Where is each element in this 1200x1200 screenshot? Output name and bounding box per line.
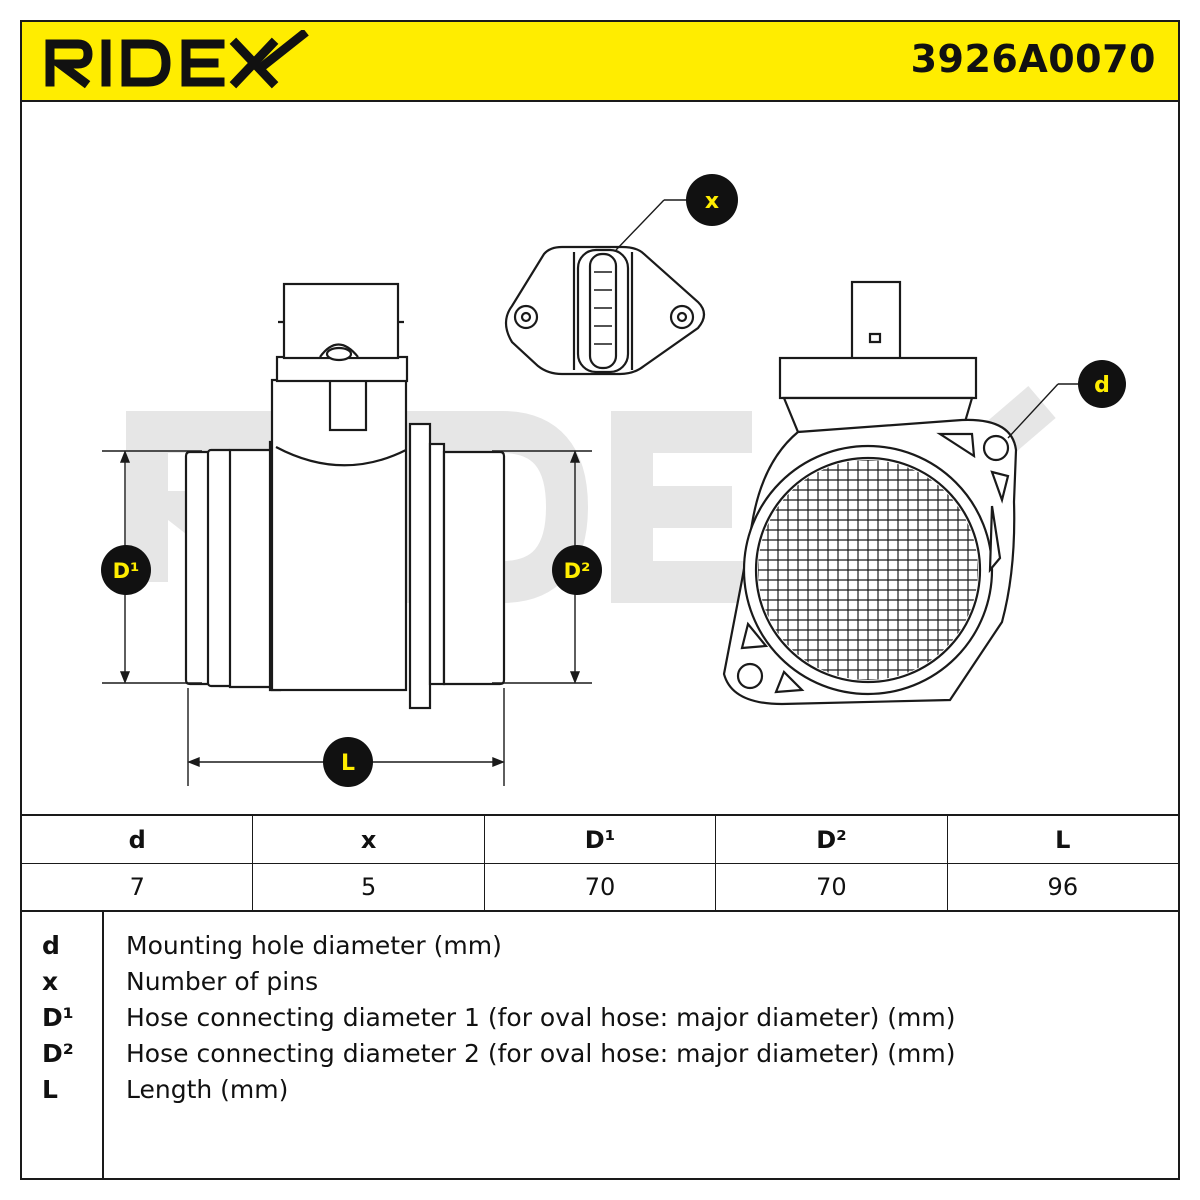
header-bar: 3926A0070 (22, 22, 1178, 102)
ridex-logo (45, 30, 309, 89)
spec-header-cell: D² (716, 816, 948, 863)
technical-diagram: x d D¹ D² L (101, 174, 1126, 787)
legend-desc: Hose connecting diameter 2 (for oval hos… (126, 1039, 956, 1068)
spec-value-row: 7 5 70 70 96 (22, 864, 1178, 910)
spec-header-cell: x (253, 816, 485, 863)
spec-value-cell: 7 (22, 864, 254, 910)
filter-mesh (758, 460, 978, 680)
spec-header-cell: D¹ (485, 816, 717, 863)
legend-key: x (42, 967, 59, 996)
legend-key: L (42, 1075, 58, 1104)
svg-text:L: L (341, 751, 355, 776)
part-number: 3926A0070 (910, 37, 1156, 81)
legend-divider (102, 912, 104, 1178)
spec-value-cell: 5 (253, 864, 485, 910)
spec-value-cell: 70 (716, 864, 948, 910)
legend-item: d Mounting hole diameter (mm) (22, 928, 1178, 964)
legend-desc: Length (mm) (126, 1075, 289, 1104)
legend-desc: Hose connecting diameter 1 (for oval hos… (126, 1003, 956, 1032)
legend-key: D¹ (42, 1003, 74, 1032)
side-view (184, 282, 506, 710)
spec-value-cell: 96 (1047, 873, 1079, 901)
label-d: d (1078, 360, 1126, 408)
spec-header-row: d x D¹ D² L (22, 816, 1178, 864)
legend-item: D² Hose connecting diameter 2 (for oval … (22, 1036, 1178, 1072)
label-L: L (323, 737, 373, 787)
label-x: x (686, 174, 738, 226)
front-view (722, 280, 1018, 706)
svg-text:D¹: D¹ (113, 559, 140, 583)
svg-text:D²: D² (564, 559, 591, 583)
label-D2: D² (552, 545, 602, 595)
spec-value-cell: 70 (485, 864, 717, 910)
page-frame: 3926A0070 (20, 20, 1180, 1180)
spec-header-cell: L (1055, 825, 1071, 854)
svg-text:d: d (1094, 373, 1110, 398)
legend-key: D² (42, 1039, 74, 1068)
svg-text:x: x (705, 189, 719, 214)
legend-item: D¹ Hose connecting diameter 1 (for oval … (22, 1000, 1178, 1036)
legend-desc: Number of pins (126, 967, 319, 996)
connector-view (504, 245, 706, 376)
spec-header-cell: d (22, 816, 254, 863)
legend: d Mounting hole diameter (mm) x Number o… (22, 912, 1178, 1178)
label-D1: D¹ (101, 545, 151, 595)
legend-item: x Number of pins (22, 964, 1178, 1000)
spec-table: d x D¹ D² L 7 5 70 70 96 (22, 814, 1178, 912)
legend-key: d (42, 931, 60, 960)
legend-desc: Mounting hole diameter (mm) (126, 931, 502, 960)
legend-item: L Length (mm) (22, 1072, 1178, 1108)
